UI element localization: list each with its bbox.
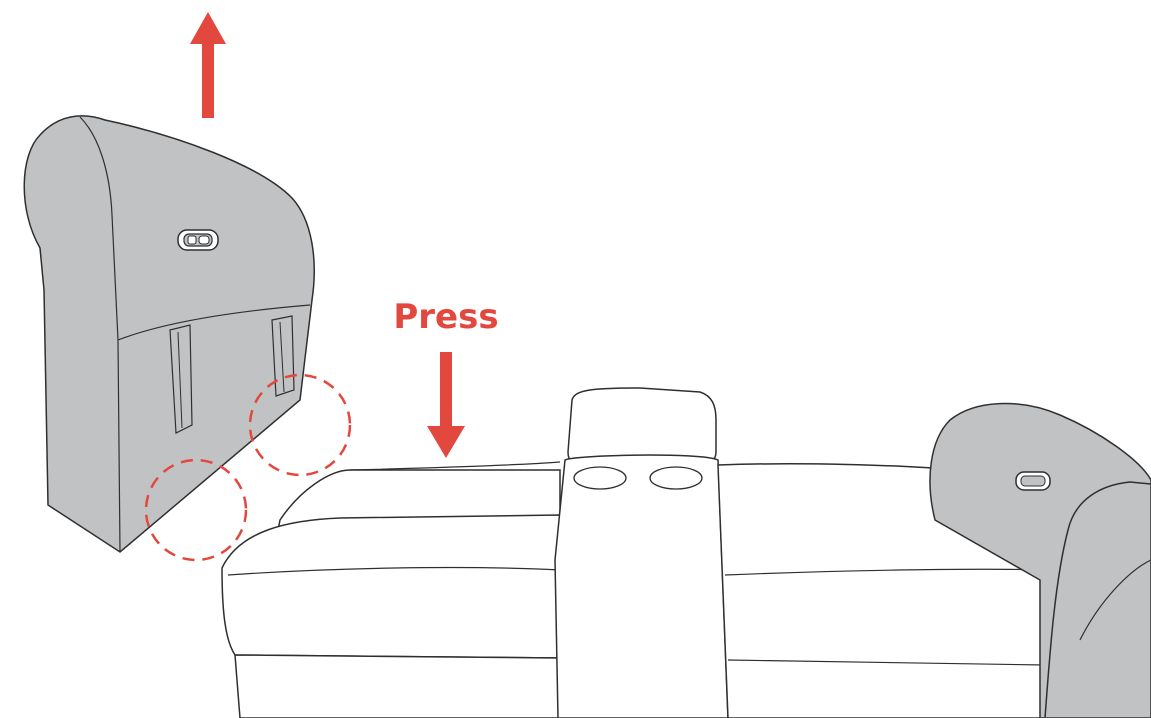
sofa-seat-left <box>222 462 565 718</box>
recline-button-icon <box>178 230 218 250</box>
cupholder <box>650 467 702 489</box>
arrow-up-icon <box>190 12 226 118</box>
detached-backrest <box>24 116 314 552</box>
cupholder <box>574 467 626 489</box>
mounting-bracket-right <box>272 316 294 396</box>
sofa-console <box>555 388 728 718</box>
press-label: Press <box>393 297 498 337</box>
backrest-body <box>24 116 314 552</box>
arrow-down-icon <box>427 352 465 458</box>
recline-button-icon <box>1016 472 1050 490</box>
